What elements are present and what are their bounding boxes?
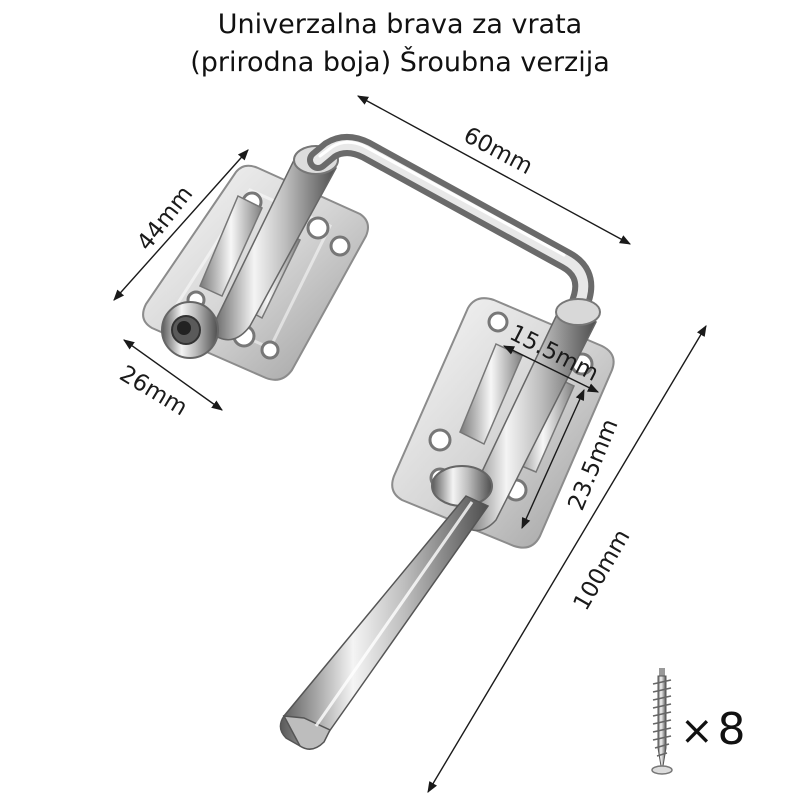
screw-count: 8: [717, 704, 746, 755]
screw-icon: [651, 668, 673, 775]
screw-quantity: ×8: [680, 704, 746, 757]
sliding-bolt: [279, 495, 490, 750]
title-line-2: (prirodna boja) Šroubna verzija: [190, 47, 610, 78]
multiplier-sign: ×: [680, 708, 714, 754]
title-line-1: Univerzalna brava za vrata: [217, 9, 583, 40]
dimension-label-26mm: 26mm: [115, 361, 192, 421]
product-title: Univerzalna brava za vrata (prirodna boj…: [0, 6, 800, 82]
